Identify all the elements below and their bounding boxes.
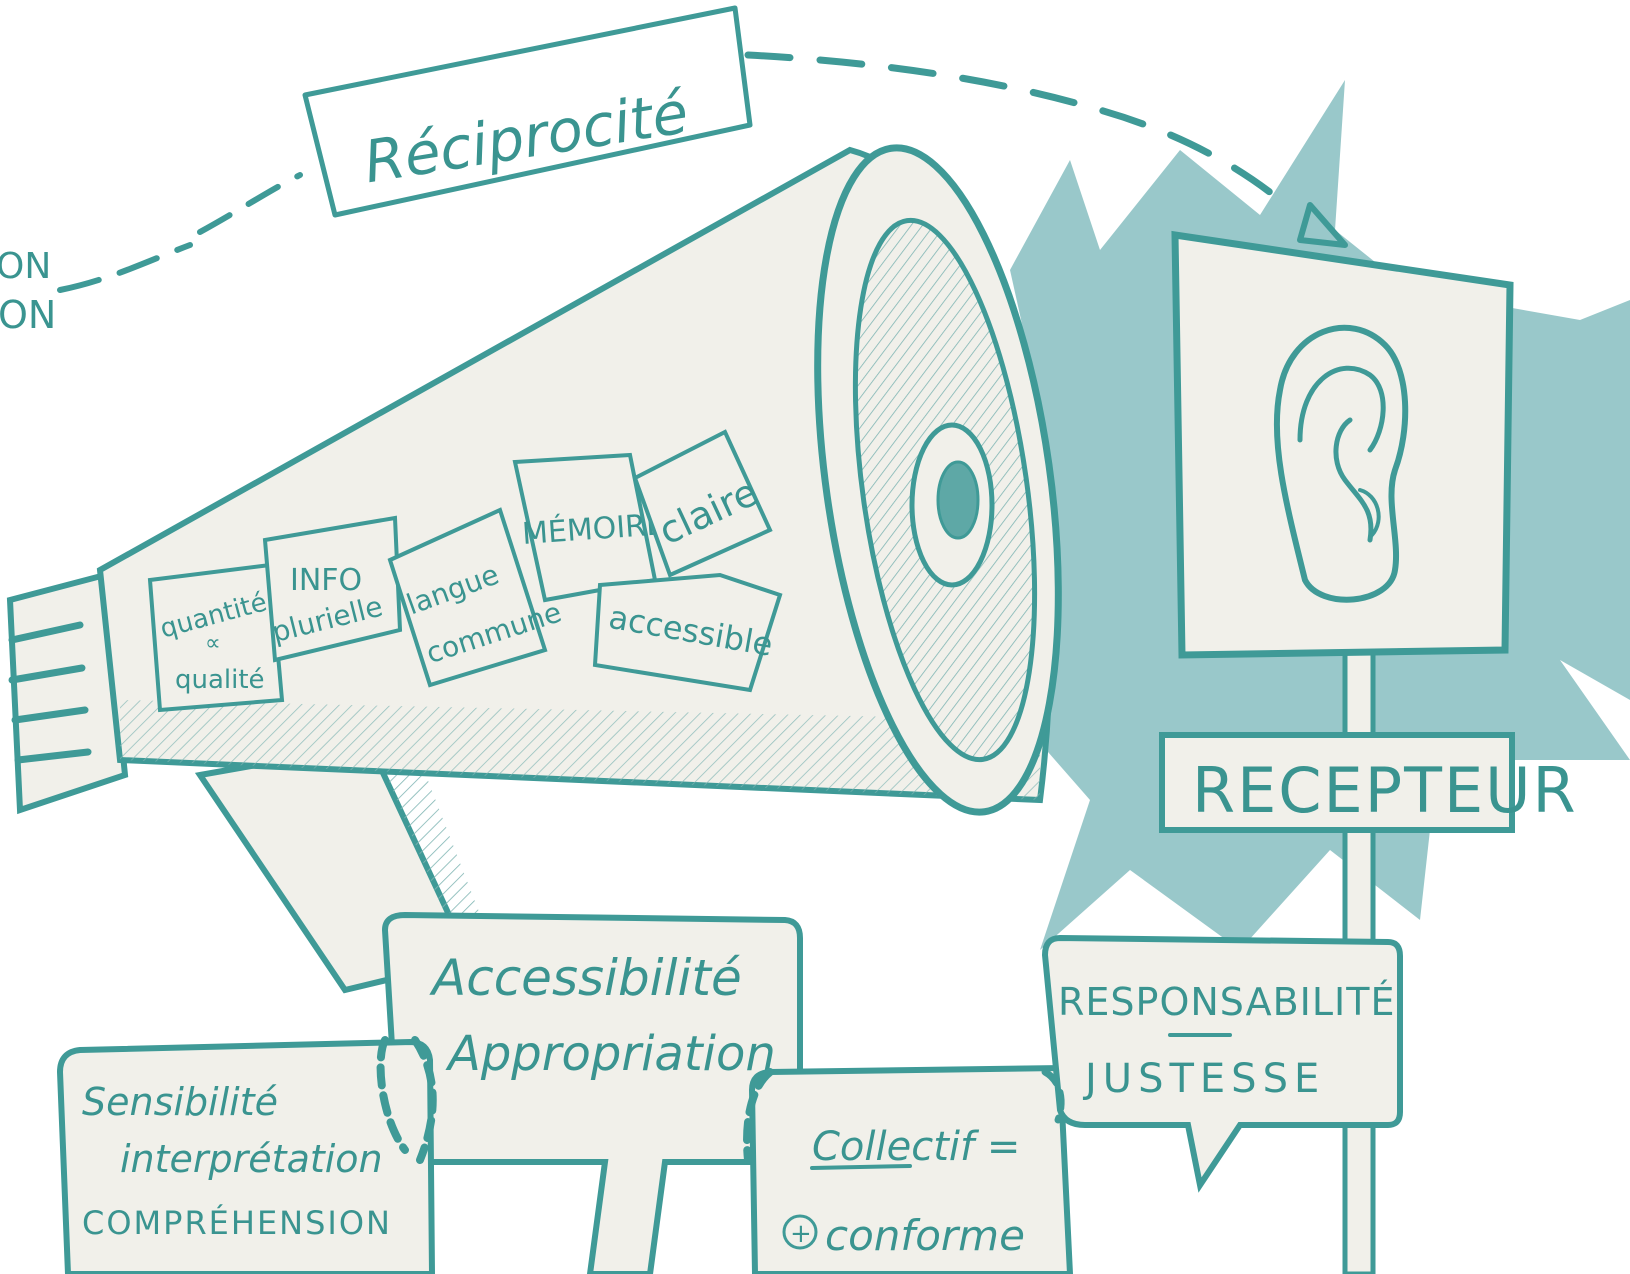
bubble-collectif-plus: + [790, 1219, 812, 1249]
receiver-sign: RECEPTEUR [1159, 230, 1578, 1274]
reciprocity-arc [57, 51, 1348, 293]
receiver-label: RECEPTEUR [1192, 754, 1578, 827]
arrowhead-icon [1297, 202, 1348, 248]
bubble-sensibilite: Sensibilité interprétation COMPRÉHENSION [56, 1038, 436, 1274]
bubble-responsabilite-line2: JUSTESSE [1082, 1056, 1325, 1102]
bubble-sensibilite-line2: interprétation [120, 1137, 383, 1181]
note-accessible: accessible [592, 572, 783, 693]
note-info-text: INFO [290, 563, 362, 598]
bubble-sensibilite-line1: Sensibilité [82, 1080, 278, 1124]
bubble-collectif-line2: conforme [825, 1211, 1025, 1260]
note-claire: claire [632, 429, 773, 578]
note-memoire: MÉMOIRE [512, 452, 666, 603]
edge-text-line1: ON [0, 246, 51, 287]
bubble-collectif-line1: Collectif = [812, 1124, 1020, 1170]
bubble-sensibilite-line3: COMPRÉHENSION [82, 1204, 392, 1242]
bubble-connectors [376, 1036, 1065, 1164]
note-quantite: quantité ∝ qualité [147, 562, 285, 713]
bubble-accessibilite-line2: Appropriation [445, 1026, 776, 1082]
bubble-accessibilite-line1: Accessibilité [429, 949, 742, 1007]
ear-icon [1273, 324, 1409, 603]
bubble-responsabilite: RESPONSABILITÉ JUSTESSE [1041, 934, 1403, 1193]
edge-text-line2: ON [0, 293, 56, 337]
note-info: INFO plurielle [262, 515, 403, 663]
bubble-responsabilite-line1: RESPONSABILITÉ [1058, 980, 1395, 1024]
reciprocity-box: Réciprocité [302, 5, 753, 218]
edge-text: ON ON [0, 246, 56, 337]
note-qualite-text: qualité [175, 665, 265, 695]
bubble-collectif: Collectif = + conforme [748, 1064, 1074, 1274]
bubble-accessibilite: Accessibilité Appropriation [381, 911, 803, 1274]
note-quantite-vs: ∝ [205, 631, 221, 656]
